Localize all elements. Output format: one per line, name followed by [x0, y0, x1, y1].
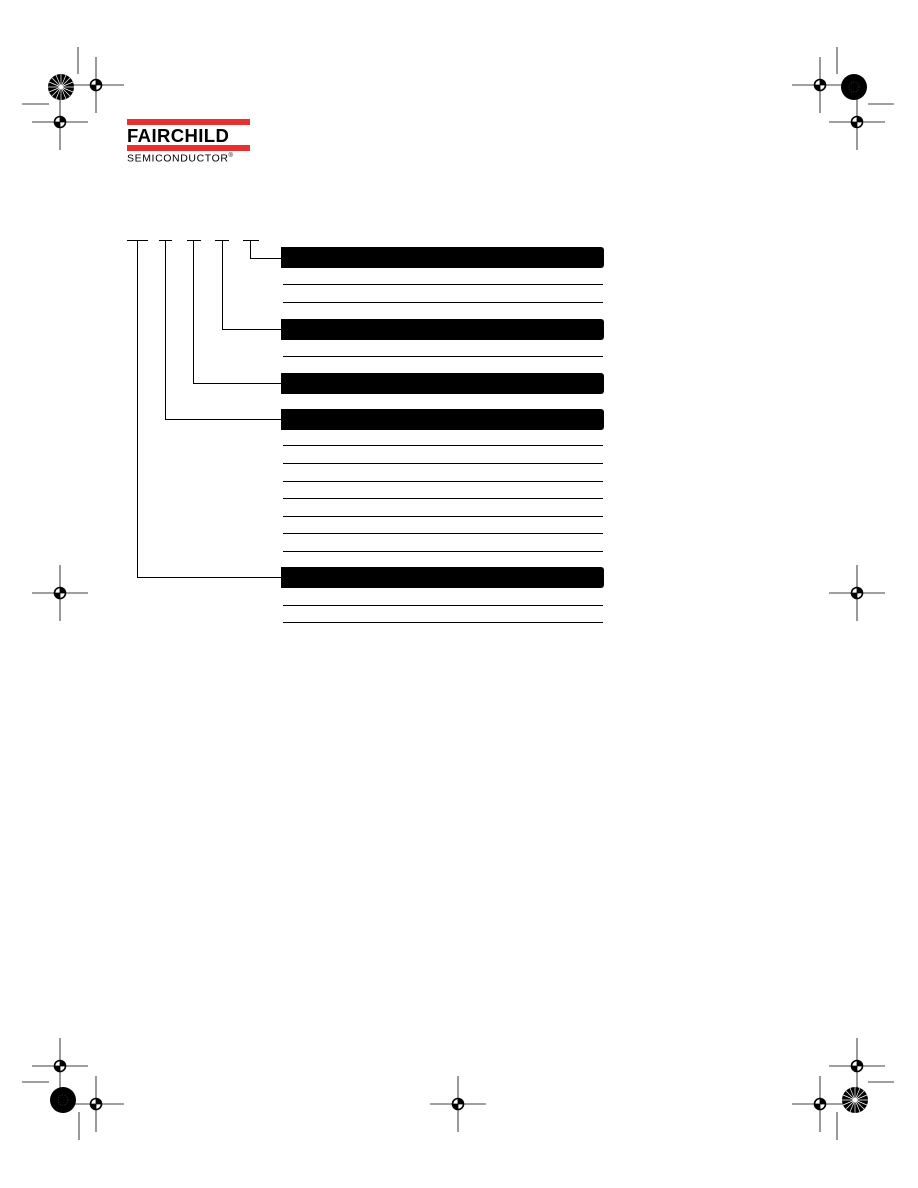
registration-crosshair-icon	[828, 564, 886, 622]
registration-crosshair-icon	[67, 56, 125, 114]
registration-starburst-icon	[841, 1086, 869, 1114]
section-rule	[283, 481, 603, 482]
connector-slot-3	[193, 240, 194, 383]
registration-crosshair-icon	[828, 93, 886, 151]
registered-mark: ®	[228, 153, 233, 159]
logo-subtitle: SEMICONDUCTOR®	[127, 150, 233, 165]
registration-crosshair-icon	[31, 93, 89, 151]
logo-wordmark: FAIRCHILD	[127, 125, 230, 146]
section-rule	[283, 605, 603, 606]
section-rule	[283, 284, 603, 285]
section-rule	[283, 516, 603, 517]
registration-crosshair-icon	[67, 1075, 125, 1133]
registration-crosshair-icon	[791, 1075, 849, 1133]
connector-slot-5-h	[250, 258, 281, 259]
connector-slot-3-h	[193, 383, 281, 384]
logo-bottom-bar	[127, 145, 250, 151]
section-header-bar	[281, 319, 604, 340]
registration-solid-dot-icon	[49, 1086, 77, 1114]
registration-crosshair-icon	[828, 1037, 886, 1095]
logo-subtitle-text: SEMICONDUCTOR	[127, 152, 229, 165]
code-slot-5	[243, 240, 259, 241]
section-rule	[283, 498, 603, 499]
registration-starburst-icon	[47, 73, 75, 101]
section-rule	[283, 445, 603, 446]
section-rule	[283, 533, 603, 534]
section-header-bar	[281, 567, 604, 588]
section-rule	[283, 302, 603, 303]
connector-slot-2	[165, 240, 166, 419]
section-header-bar	[281, 373, 604, 394]
connector-slot-4-h	[222, 329, 281, 330]
registration-crosshair-icon	[429, 1075, 487, 1133]
code-slot-3	[187, 240, 201, 241]
section-header-bar	[281, 247, 604, 268]
registration-crosshair-icon	[791, 56, 849, 114]
section-header-bar	[281, 409, 604, 430]
section-rule	[283, 551, 603, 552]
connector-slot-4	[222, 240, 223, 329]
registration-crosshair-icon	[31, 1037, 89, 1095]
section-rule	[283, 463, 603, 464]
section-rule	[283, 356, 603, 357]
registration-crosshair-icon	[31, 564, 89, 622]
registration-solid-dot-icon	[840, 73, 868, 101]
connector-slot-1	[137, 240, 138, 577]
connector-slot-1-h	[137, 577, 281, 578]
section-rule	[283, 622, 603, 623]
connector-slot-5	[250, 240, 251, 258]
logo-top-bar	[127, 119, 250, 125]
connector-slot-2-h	[165, 419, 281, 420]
